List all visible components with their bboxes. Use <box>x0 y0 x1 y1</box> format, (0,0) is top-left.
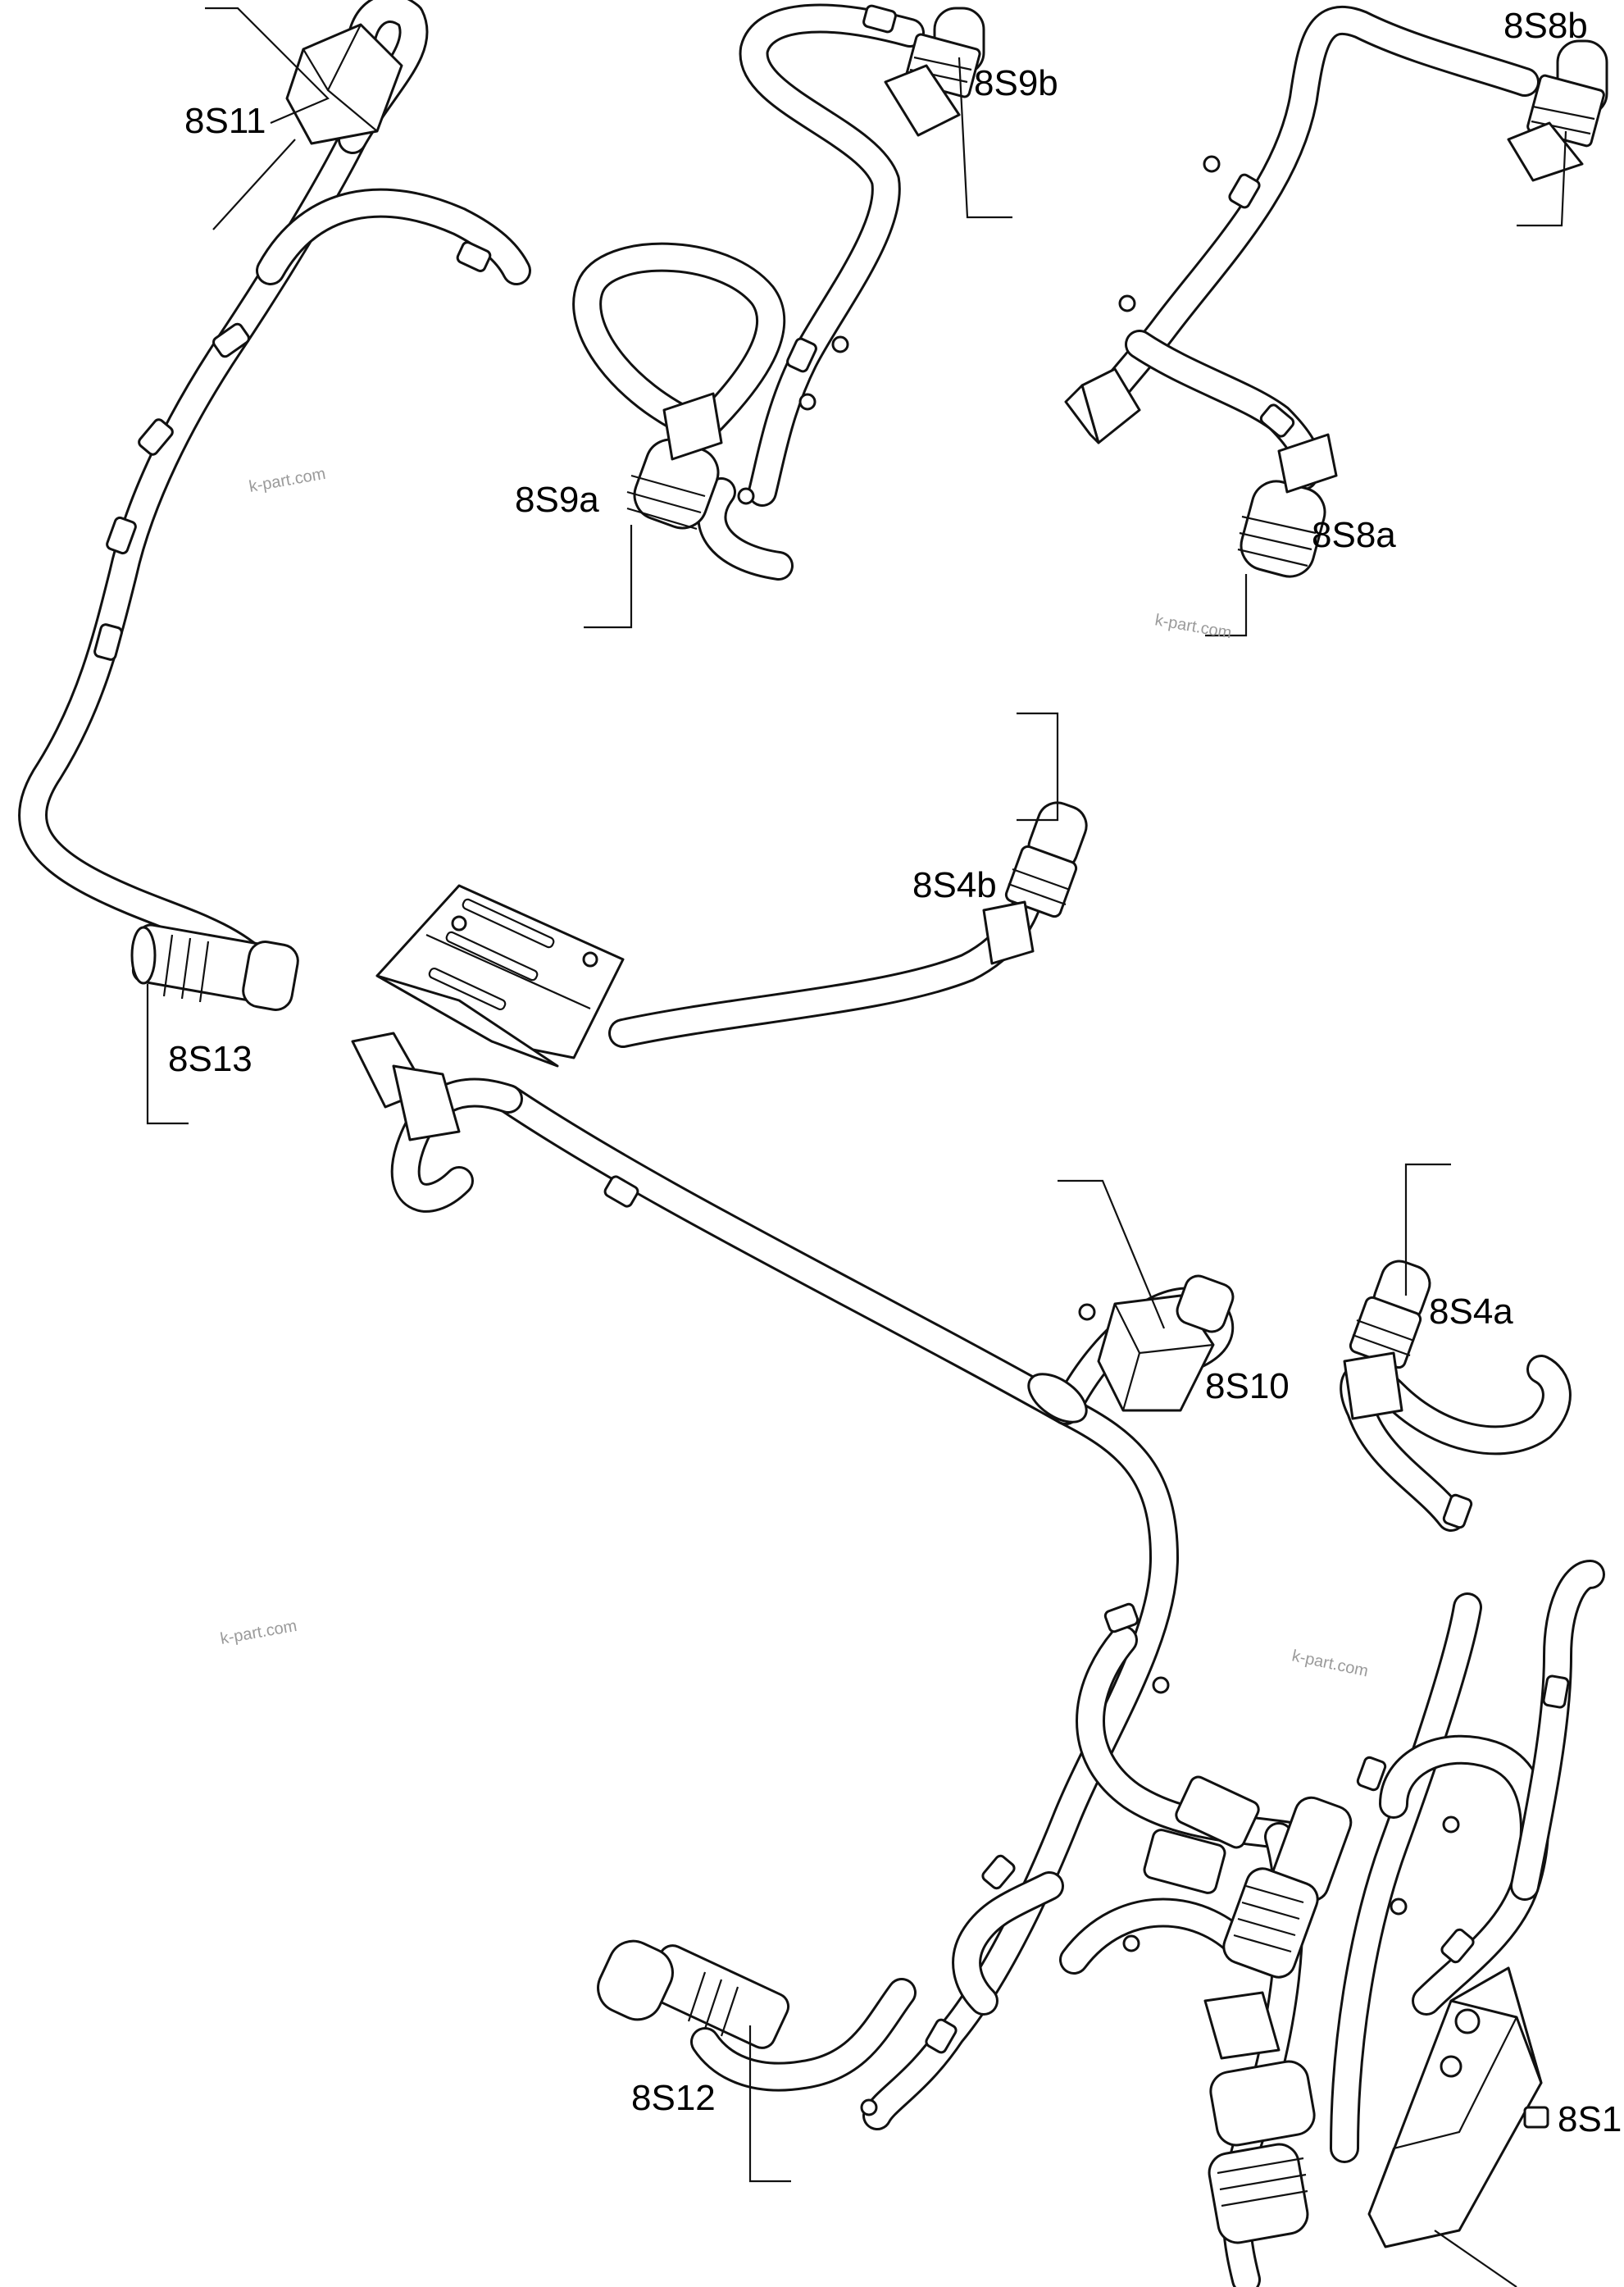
label-8s13: 8S13 <box>168 1039 252 1079</box>
component-8s8b <box>1507 39 1608 182</box>
harness-main <box>18 125 367 982</box>
component-junction-block <box>1143 1775 1353 2244</box>
label-8s10: 8S10 <box>1205 1366 1290 1406</box>
leader-8s12 <box>748 2025 791 2183</box>
label-8s4b: 8S4b <box>912 865 997 905</box>
part-labels: 8S11 8S9b 8S8b 8S9a 8S8a 8S4b 8S13 8S4a … <box>168 6 1622 2139</box>
hose-clamps <box>93 4 1570 2116</box>
leader-8s1 <box>1434 2230 1517 2287</box>
label-8s12: 8S12 <box>631 2078 716 2118</box>
leader-8s11 <box>205 7 330 125</box>
watermark-2: k-part.com <box>1153 611 1233 642</box>
leader-lines <box>146 7 1567 2287</box>
label-8s11: 8S11 <box>184 101 266 141</box>
component-8s8a <box>1237 433 1338 578</box>
label-8s8b: 8S8b <box>1503 6 1588 46</box>
component-8s12 <box>597 1939 790 2049</box>
leader-8s4b <box>1017 712 1059 822</box>
label-8s9b: 8S9b <box>974 63 1058 103</box>
component-8s4b <box>982 801 1088 965</box>
label-8s9a: 8S9a <box>515 480 599 520</box>
watermark-4: k-part.com <box>1290 1647 1370 1680</box>
leader-8s8b <box>1517 130 1567 227</box>
component-central-box <box>351 884 625 1141</box>
label-8s8a: 8S8a <box>1312 515 1396 555</box>
leader-8s9b <box>958 57 1012 219</box>
component-8s4a <box>1343 1260 1431 1420</box>
label-8s4a: 8S4a <box>1429 1292 1513 1332</box>
leader-8s8a <box>1205 574 1248 637</box>
component-8s1 <box>1367 1966 1549 2248</box>
harness-cluster-bottom-right <box>862 1396 1179 2130</box>
leader-8s13 <box>146 984 189 1125</box>
component-8s13 <box>130 923 299 1011</box>
watermark-3: k-part.com <box>219 1617 298 1648</box>
watermark-1: k-part.com <box>248 465 327 496</box>
component-8s11 <box>212 23 403 230</box>
component-8s9a <box>626 392 723 531</box>
label-8s1: 8S1 <box>1558 2099 1622 2139</box>
component-8s10 <box>1027 1274 1235 1424</box>
leader-8s9a <box>584 525 633 629</box>
leader-8s10 <box>1058 1179 1166 1329</box>
leader-8s4a <box>1404 1163 1451 1296</box>
